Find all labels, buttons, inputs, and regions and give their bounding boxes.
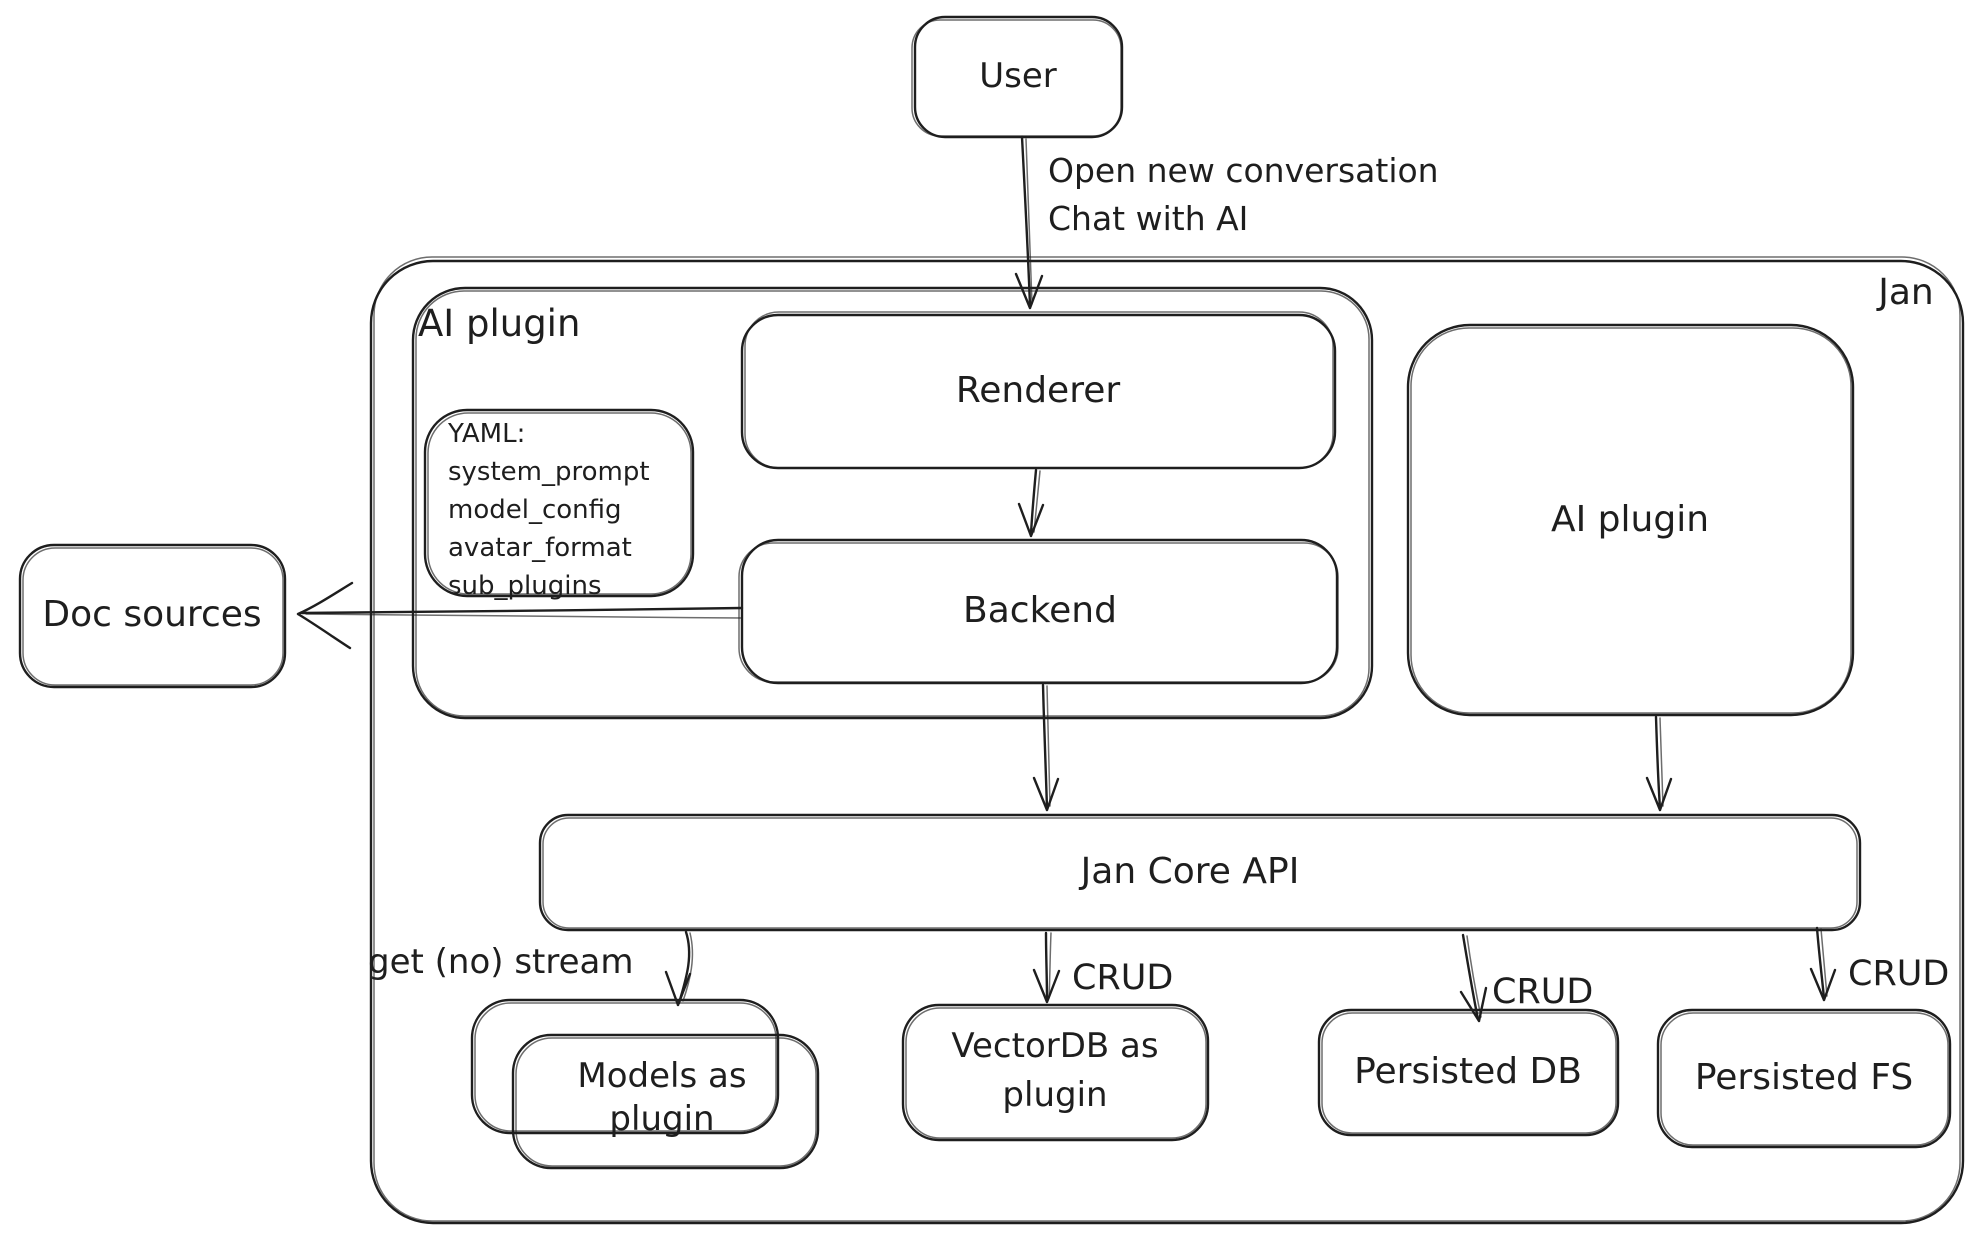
edge-label-crud-persisted-fs: CRUD	[1848, 954, 1950, 994]
jan-container-box	[369, 256, 1965, 1225]
edge-label-crud-vectordb: CRUD	[1072, 958, 1174, 998]
jan-core-api-box	[538, 813, 1862, 932]
arrow-backend-to-doc-sources	[296, 581, 744, 650]
edge-label-chat-with-ai: Chat with AI	[1048, 199, 1249, 238]
arrow-user-to-renderer	[1014, 135, 1044, 310]
renderer-label: Renderer	[955, 370, 1121, 411]
vectordb-as-plugin-label-line1: VectorDB as	[951, 1026, 1159, 1066]
yaml-line-model-config: model_config	[448, 495, 622, 525]
edge-label-crud-persisted-db: CRUD	[1492, 972, 1594, 1012]
models-as-plugin-front-box	[511, 1033, 820, 1170]
arrow-renderer-to-backend	[1017, 468, 1045, 538]
persisted-fs-box	[1656, 1008, 1952, 1149]
ai-plugin-right-box	[1406, 323, 1855, 717]
jan-container-label: Jan	[1878, 272, 1934, 313]
edge-label-get-no-stream: get (no) stream	[368, 942, 634, 982]
persisted-db-box	[1317, 1008, 1620, 1137]
models-as-plugin-label-line1: Models as	[577, 1056, 747, 1096]
yaml-line-avatar-format: avatar_format	[448, 533, 632, 563]
persisted-db-label: Persisted DB	[1354, 1051, 1582, 1092]
persisted-fs-label: Persisted FS	[1694, 1057, 1914, 1098]
backend-box	[738, 538, 1339, 685]
arrow-jan-core-api-to-vectordb	[1032, 931, 1061, 1004]
arrow-backend-to-jan-core-api	[1032, 683, 1060, 812]
arrow-jan-core-api-to-persisted-fs	[1809, 926, 1837, 1002]
models-as-plugin-back-box	[470, 998, 780, 1135]
edge-label-open-new-conversation: Open new conversation	[1048, 151, 1439, 190]
arrow-jan-core-api-to-models	[664, 930, 694, 1007]
arrow-jan-core-api-to-persisted-db	[1459, 933, 1488, 1023]
jan-core-api-label: Jan Core API	[1080, 851, 1300, 892]
user-label: User	[979, 56, 1057, 96]
ai-plugin-right-label: AI plugin	[1550, 499, 1710, 540]
doc-sources-label: Doc sources	[42, 594, 262, 635]
vectordb-as-plugin-label-line2: plugin	[1002, 1075, 1108, 1115]
backend-label: Backend	[963, 590, 1117, 631]
yaml-line-title: YAML:	[448, 419, 526, 449]
user-box	[911, 15, 1124, 139]
yaml-line-sub-plugins: sub_plugins	[448, 571, 602, 601]
yaml-line-system-prompt: system_prompt	[448, 457, 650, 487]
yaml-note-box	[423, 408, 695, 598]
arrow-ai-plugin-right-to-jan-core-api	[1645, 715, 1673, 812]
doc-sources-box	[18, 543, 287, 689]
models-as-plugin-label-line2: plugin	[609, 1099, 715, 1139]
ai-plugin-container-box	[411, 286, 1374, 720]
ai-plugin-container-label: AI plugin	[418, 302, 581, 345]
vectordb-as-plugin-box	[901, 1003, 1210, 1142]
yaml-note-text: YAML: system_prompt model_config avatar_for…	[448, 415, 650, 605]
renderer-box	[740, 311, 1337, 470]
